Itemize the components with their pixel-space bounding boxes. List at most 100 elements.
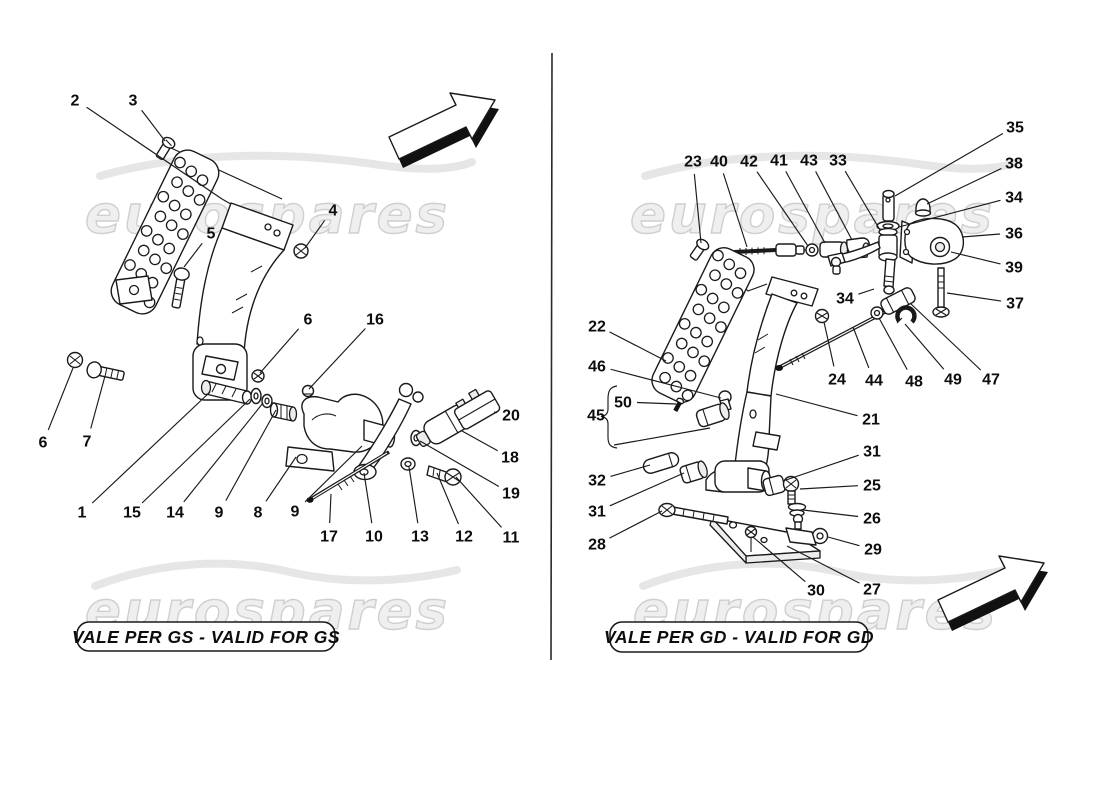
part-label-43[interactable]: 43 — [800, 153, 853, 241]
part-label-15[interactable]: 15 — [123, 398, 251, 522]
part-number[interactable]: 36 — [1005, 226, 1023, 243]
part-number[interactable]: 40 — [710, 154, 728, 171]
part-number[interactable]: 15 — [123, 505, 141, 522]
part-label-27[interactable]: 27 — [786, 545, 881, 599]
part-number[interactable]: 9 — [215, 505, 224, 522]
part-label-13[interactable]: 13 — [408, 466, 429, 546]
part-label-46[interactable]: 46 — [588, 359, 722, 399]
part-number[interactable]: 6 — [39, 435, 48, 452]
part-label-19[interactable]: 19 — [419, 440, 520, 503]
part-label-31[interactable]: 31 — [782, 444, 881, 482]
part-number[interactable]: 2 — [71, 93, 80, 110]
part-number[interactable]: 13 — [411, 529, 429, 546]
part-label-9[interactable]: 9 — [291, 445, 363, 521]
part-label-31[interactable]: 31 — [588, 472, 685, 521]
part-number[interactable]: 42 — [740, 154, 758, 171]
part-label-45[interactable]: 45 — [587, 408, 605, 425]
part-number[interactable]: 22 — [588, 319, 606, 336]
part-number[interactable]: 30 — [807, 583, 825, 600]
part-number[interactable]: 49 — [944, 372, 962, 389]
part-label-20[interactable]: 20 — [493, 408, 520, 425]
part-label-49[interactable]: 49 — [904, 323, 962, 389]
part-label-28[interactable]: 28 — [588, 510, 663, 554]
part-label-12[interactable]: 12 — [436, 472, 473, 546]
part-number[interactable]: 34 — [1005, 190, 1023, 207]
part-label-37[interactable]: 37 — [946, 292, 1024, 313]
part-number[interactable]: 46 — [588, 359, 606, 376]
part-number[interactable]: 26 — [863, 511, 881, 528]
part-label-48[interactable]: 48 — [878, 317, 923, 391]
part-number[interactable]: 31 — [863, 444, 881, 461]
part-label-35[interactable]: 35 — [894, 120, 1024, 197]
part-label-1[interactable]: 1 — [78, 391, 211, 522]
part-label-41[interactable]: 41 — [770, 153, 826, 244]
part-number[interactable]: 32 — [588, 473, 606, 490]
part-label-38[interactable]: 38 — [926, 156, 1023, 205]
part-label-21[interactable]: 21 — [775, 393, 880, 429]
part-number[interactable]: 43 — [800, 153, 818, 170]
part-label-34[interactable]: 34 — [836, 288, 875, 308]
part-label-36[interactable]: 36 — [961, 226, 1023, 243]
part-number[interactable]: 17 — [320, 529, 338, 546]
part-label-18[interactable]: 18 — [461, 430, 519, 467]
part-label-29[interactable]: 29 — [827, 536, 882, 559]
part-label-17[interactable]: 17 — [320, 493, 338, 546]
part-label-7[interactable]: 7 — [83, 375, 106, 451]
part-number[interactable]: 10 — [365, 529, 383, 546]
part-number[interactable]: 5 — [207, 226, 216, 243]
part-label-33[interactable]: 33 — [829, 153, 881, 231]
part-number[interactable]: 25 — [863, 478, 881, 495]
part-label-30[interactable]: 30 — [752, 536, 825, 600]
part-number[interactable]: 41 — [770, 153, 788, 170]
part-label-22[interactable]: 22 — [588, 319, 667, 362]
part-label-6[interactable]: 6 — [39, 367, 74, 452]
part-number[interactable]: 38 — [1005, 156, 1023, 173]
part-label-25[interactable]: 25 — [799, 478, 881, 495]
part-label-11[interactable]: 11 — [455, 476, 520, 547]
part-label-9[interactable]: 9 — [215, 409, 277, 522]
part-number[interactable]: 24 — [828, 372, 846, 389]
part-label-23[interactable]: 23 — [684, 154, 702, 244]
part-number[interactable]: 33 — [829, 153, 847, 170]
part-label-44[interactable]: 44 — [852, 326, 883, 390]
part-number[interactable]: 9 — [291, 504, 300, 521]
part-number[interactable]: 27 — [863, 582, 881, 599]
part-label-5[interactable]: 5 — [183, 226, 216, 268]
part-label-16[interactable]: 16 — [308, 312, 384, 390]
part-number[interactable]: 44 — [865, 373, 883, 390]
part-number[interactable]: 31 — [588, 504, 606, 521]
part-number[interactable]: 39 — [1005, 260, 1023, 277]
part-number[interactable]: 4 — [329, 203, 338, 220]
part-number[interactable]: 35 — [1006, 120, 1024, 137]
part-label-34[interactable]: 34 — [898, 190, 1023, 228]
part-number[interactable]: 34 — [836, 291, 854, 308]
part-label-50[interactable]: 50 — [614, 395, 677, 412]
part-label-47[interactable]: 47 — [909, 302, 1000, 389]
part-label-8[interactable]: 8 — [254, 456, 297, 522]
part-label-42[interactable]: 42 — [740, 154, 809, 247]
part-number[interactable]: 23 — [684, 154, 702, 171]
part-number[interactable]: 12 — [455, 529, 473, 546]
part-number[interactable]: 48 — [905, 374, 923, 391]
part-label-10[interactable]: 10 — [363, 472, 383, 546]
part-label-3[interactable]: 3 — [129, 93, 166, 142]
part-label-39[interactable]: 39 — [950, 251, 1023, 277]
part-number[interactable]: 20 — [502, 408, 520, 425]
part-number[interactable]: 47 — [982, 372, 1000, 389]
part-label-24[interactable]: 24 — [823, 321, 846, 389]
part-number[interactable]: 14 — [166, 505, 184, 522]
part-number[interactable]: 3 — [129, 93, 138, 110]
part-number[interactable]: 19 — [502, 486, 520, 503]
part-label-6[interactable]: 6 — [259, 312, 313, 374]
part-label-40[interactable]: 40 — [710, 154, 748, 248]
part-number[interactable]: 16 — [366, 312, 384, 329]
part-number[interactable]: 7 — [83, 434, 92, 451]
part-number[interactable]: 11 — [503, 530, 520, 547]
part-label-14[interactable]: 14 — [166, 402, 264, 522]
part-number[interactable]: 6 — [304, 312, 313, 329]
part-label-26[interactable]: 26 — [802, 509, 881, 528]
part-label-2[interactable]: 2 — [71, 93, 223, 200]
part-number[interactable]: 45 — [587, 408, 605, 425]
part-number[interactable]: 8 — [254, 505, 263, 522]
part-number[interactable]: 37 — [1006, 296, 1024, 313]
